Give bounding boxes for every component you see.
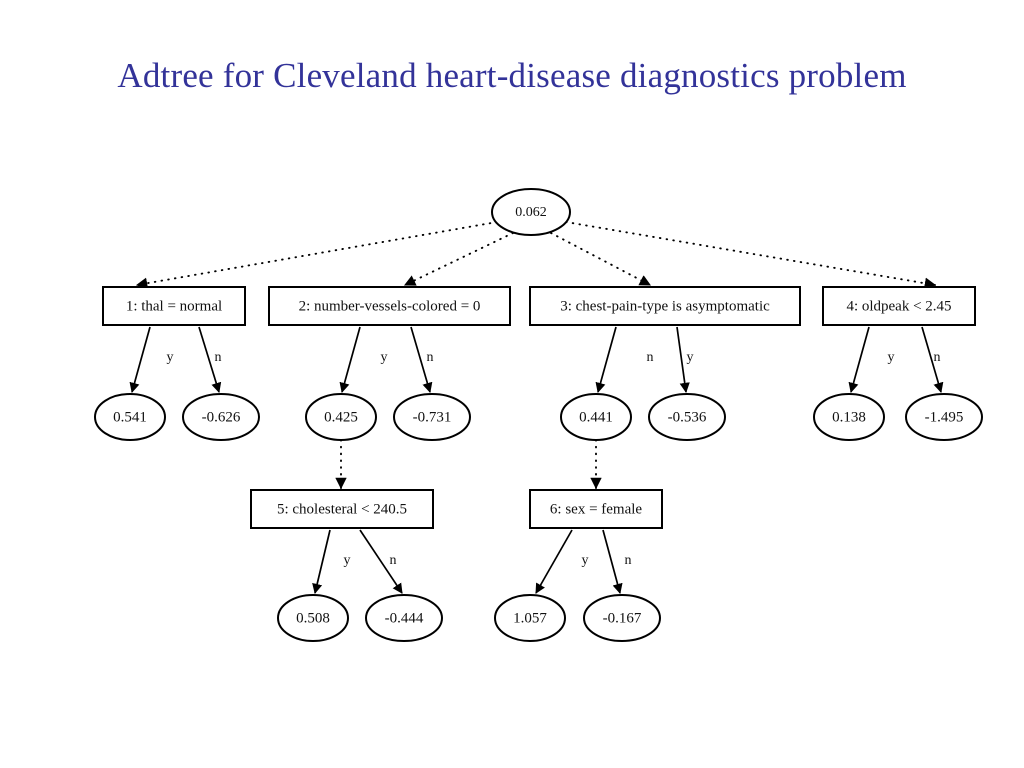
splitter-node-s5[interactable]: 5: cholesteral < 240.5 [250,489,434,529]
nodes-layer: 0.062 1: thal = normal 2: number-vessels-c… [94,188,983,642]
prediction-node-shape [277,594,349,642]
tree-edge-s2-to-p4 [410,326,433,393]
prediction-node-p2[interactable]: -0.626 [182,393,260,441]
edge-label-s1-p1: y [167,350,174,365]
splitter-node-label: 4: oldpeak < 2.45 [846,298,951,314]
prediction-node-p4[interactable]: -0.731 [393,393,471,441]
tree-edge-s3-to-p6 [676,326,690,394]
edge-label-s2-p4: n [427,350,434,365]
tree-edge-s4-to-p8 [921,326,944,393]
edge-label-s6-p11: y [582,553,589,568]
root-node[interactable]: 0.062 [491,188,571,236]
prediction-node-p3[interactable]: 0.425 [305,393,377,441]
prediction-node-shape [583,594,661,642]
splitter-node-label: 2: number-vessels-colored = 0 [299,298,481,314]
splitter-node-label: 1: thal = normal [126,298,222,314]
prediction-node-shape [393,393,471,441]
prediction-node-value: 0.425 [324,409,358,425]
tree-edge-s1-to-p1 [129,326,151,393]
prediction-node-shape [905,393,983,441]
prediction-node-shape [305,393,377,441]
prediction-node-p11[interactable]: 1.057 [494,594,566,642]
page-title: Adtree for Cleveland heart-disease diagn… [117,56,907,95]
tree-edge-s2-to-p3 [339,326,361,393]
prediction-node-p10[interactable]: -0.444 [365,594,443,642]
splitter-node-s4[interactable]: 4: oldpeak < 2.45 [822,286,976,326]
tree-edge-s1-to-p2 [198,326,222,393]
prediction-node-p5[interactable]: 0.441 [560,393,632,441]
splitter-node-box [268,286,511,326]
prediction-node-p7[interactable]: 0.138 [813,393,885,441]
prediction-node-p6[interactable]: -0.536 [648,393,726,441]
splitter-node-box [529,489,663,529]
tree-edge-s4-to-p7 [848,326,870,393]
prediction-node-value: 1.057 [513,610,547,626]
prediction-node-p1[interactable]: 0.541 [94,393,166,441]
prediction-node-value: 0.508 [296,610,330,626]
prediction-node-value: 0.441 [579,409,613,425]
prediction-node-value: -0.167 [603,610,642,626]
splitter-node-box [822,286,976,326]
splitter-node-box [529,286,801,326]
tree-edge-s5-to-p10 [359,529,403,594]
root-node-shape [491,188,571,236]
edge-label-s5-p9: y [344,553,351,568]
tree-edge-s6-to-p11 [535,529,573,594]
tree-edge-root-to-s1 [135,221,498,289]
edge-label-s1-p2: n [215,350,222,365]
prediction-node-shape [560,393,632,441]
tree-edge-s6-to-p12 [602,529,623,594]
tree-edge-s5-to-p9 [312,529,331,594]
prediction-node-value: -0.626 [202,409,241,425]
splitter-node-box [102,286,246,326]
prediction-node-shape [182,393,260,441]
tree-edge-root-to-s4 [565,221,937,289]
prediction-node-shape [494,594,566,642]
root-node-value: 0.062 [515,205,547,220]
prediction-node-shape [365,594,443,642]
splitter-node-s6[interactable]: 6: sex = female [529,489,663,529]
edge-label-s3-p6: y [687,350,694,365]
edges-layer [129,221,944,594]
edge-label-s6-p12: n [625,553,632,568]
splitter-node-label: 3: chest-pain-type is asymptomatic [560,298,770,314]
prediction-node-shape [813,393,885,441]
splitter-node-box [250,489,434,529]
prediction-node-p8[interactable]: -1.495 [905,393,983,441]
prediction-node-shape [94,393,166,441]
edge-label-s3-p5: n [647,350,654,365]
edge-label-s5-p10: n [390,553,397,568]
prediction-node-value: -0.536 [668,409,707,425]
splitter-node-s1[interactable]: 1: thal = normal [102,286,246,326]
edge-label-s4-p7: y [888,350,895,365]
edge-label-s4-p8: n [934,350,941,365]
splitter-node-label: 5: cholesteral < 240.5 [277,501,407,517]
prediction-node-value: -1.495 [925,409,964,425]
tree-edge-root-to-s2 [403,232,514,286]
splitter-node-s3[interactable]: 3: chest-pain-type is asymptomatic [529,286,801,326]
prediction-node-shape [648,393,726,441]
edge-label-s2-p3: y [381,350,388,365]
edge-labels-layer: y n y n n y y n y n y n [167,350,941,568]
tree-edge-root-to-s3 [550,232,652,286]
prediction-node-value: 0.138 [832,409,866,425]
splitter-node-s2[interactable]: 2: number-vessels-colored = 0 [268,286,511,326]
prediction-node-value: 0.541 [113,409,147,425]
tree-edge-s3-to-p5 [595,326,617,393]
prediction-node-value: -0.731 [413,409,452,425]
prediction-node-p12[interactable]: -0.167 [583,594,661,642]
prediction-node-value: -0.444 [385,610,424,626]
prediction-node-p9[interactable]: 0.508 [277,594,349,642]
splitter-node-label: 6: sex = female [550,501,643,517]
